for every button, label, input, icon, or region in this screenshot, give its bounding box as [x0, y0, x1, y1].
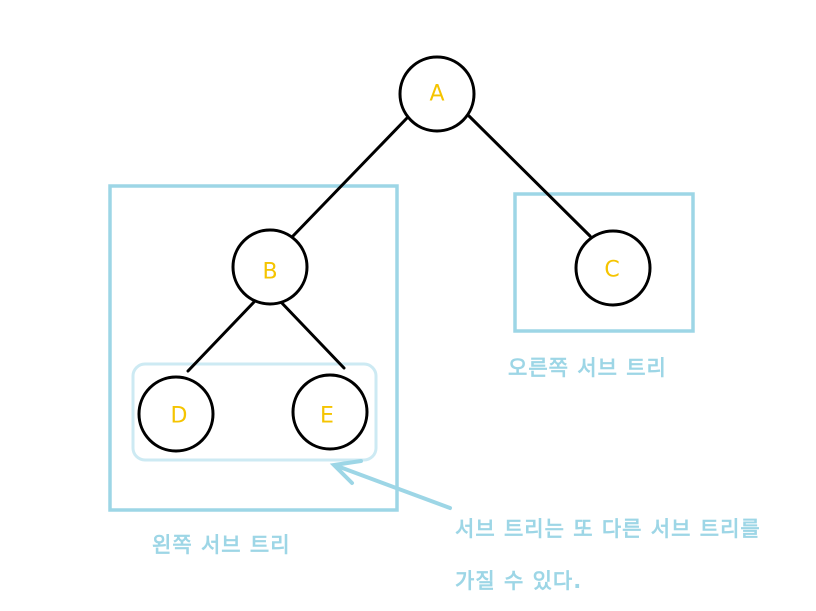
edge-a-c	[467, 114, 592, 238]
node-a-label: A	[429, 82, 444, 107]
node-e-label: E	[320, 404, 334, 429]
edge-b-e	[277, 298, 346, 370]
right-subtree-caption: 오른쪽 서브 트리	[508, 356, 667, 380]
node-c: C	[574, 229, 652, 307]
edge-a-b	[291, 116, 409, 238]
node-e: E	[291, 373, 369, 451]
note-line-1: 서브 트리는 또 다른 서브 트리를	[455, 517, 761, 541]
nested-subtree-box	[131, 362, 378, 462]
node-b: B	[231, 228, 309, 306]
edge-b-d	[186, 300, 256, 373]
node-b-label: B	[262, 260, 277, 285]
left-subtree-box	[108, 184, 399, 512]
left-subtree-caption: 왼쪽 서브 트리	[152, 533, 291, 557]
note-line-2: 가질 수 있다.	[455, 569, 583, 593]
right-subtree-box	[513, 192, 695, 333]
pointer-arrow	[329, 459, 452, 510]
node-d-label: D	[171, 404, 188, 429]
node-a: A	[398, 55, 476, 133]
node-c-label: C	[604, 258, 619, 283]
node-d: D	[137, 375, 215, 453]
